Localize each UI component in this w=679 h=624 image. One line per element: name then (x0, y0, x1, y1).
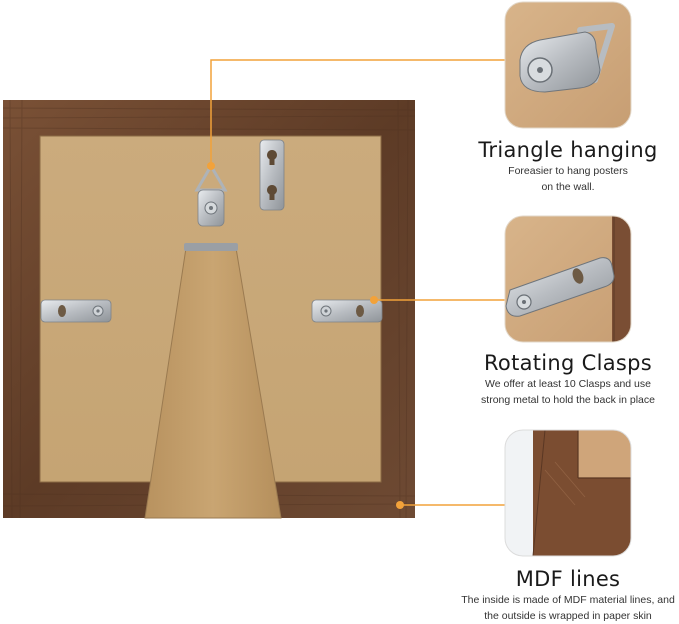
rotating-clasp-right (311, 299, 383, 323)
feature-triangle-hanging: Triangle hanging Foreasier to hang poste… (458, 137, 678, 195)
feature-mdf-lines: MDF lines The inside is made of MDF mate… (448, 566, 679, 624)
easel-stand (144, 243, 282, 519)
feature-description-line: strong metal to hold the back in place (481, 394, 655, 406)
feature-title: MDF lines (515, 567, 621, 591)
feature-description-line: We offer at least 10 Clasps and use (485, 378, 651, 390)
feature-description-line: Foreasier to hang posters (508, 165, 628, 177)
feature-title: Rotating Clasps (483, 351, 653, 375)
feature-description-line: the outside is wrapped in paper skin (484, 610, 652, 622)
rotating-clasp-left (40, 299, 112, 323)
detail-card-corner (504, 429, 632, 557)
feature-rotating-clasps: Rotating Clasps We offer at least 10 Cla… (448, 350, 679, 408)
feature-description-line: The inside is made of MDF material lines… (461, 594, 675, 606)
detail-card-clasp (504, 215, 632, 343)
callout-lines (210, 59, 505, 506)
triangle-hanger (194, 163, 228, 227)
feature-title: Triangle hanging (478, 138, 658, 162)
feature-description-line: on the wall. (541, 181, 595, 193)
detail-card-triangle (504, 1, 632, 129)
callout-dots (207, 162, 404, 509)
keyhole-hanger (259, 139, 285, 211)
